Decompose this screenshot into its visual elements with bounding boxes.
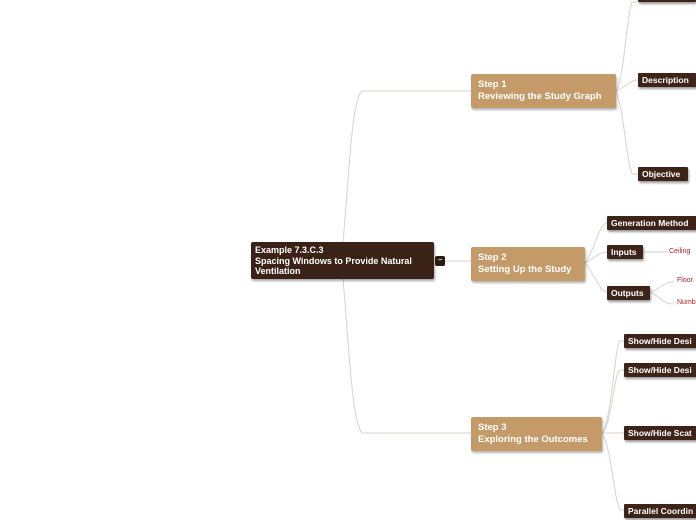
leaf-ceiling[interactable]: Ceiling: [669, 248, 691, 255]
step-1-subtitle: Reviewing the Study Graph: [478, 90, 602, 102]
step-3-title: Step 3: [478, 422, 507, 433]
connector-step2-outputs: [584, 262, 608, 293]
root-line-2: Spacing Windows to Provide Natural: [255, 255, 412, 266]
step-2-subtitle: Setting Up the Study: [478, 263, 572, 275]
topic-objective[interactable]: Objective: [638, 167, 688, 181]
connector-root-step3: [342, 278, 471, 434]
connector-step1-top: [615, 1, 638, 92]
topic-outputs[interactable]: Outputs: [607, 286, 650, 300]
root-node[interactable]: Example 7.3.C.3 Spacing Windows to Provi…: [251, 242, 434, 279]
leaf-numb[interactable]: Numb: [677, 299, 696, 306]
topic-parallel-coordinates[interactable]: Parallel Coordin: [624, 504, 696, 518]
step-3-subtitle: Exploring the Outcomes: [478, 433, 588, 445]
root-line-1: Example 7.3.C.3: [255, 245, 324, 255]
connector-root-step1: [342, 90, 471, 244]
step-2-title: Step 2: [478, 252, 507, 263]
connector-step1-description: [615, 79, 639, 92]
topic-description[interactable]: Description: [638, 73, 696, 87]
topic-generation-method[interactable]: Generation Method: [607, 216, 696, 230]
connector-step2-inputs: [584, 251, 608, 264]
collapse-toggle-icon[interactable]: −: [435, 256, 445, 266]
root-line-3: Ventilation: [255, 266, 301, 276]
connector-step3-topic4: [601, 432, 624, 511]
connector-outputs-floor: [649, 281, 675, 293]
connector-step2-generation: [584, 222, 608, 264]
connector-step3-topic1: [601, 340, 624, 434]
topic-cut-off[interactable]: [638, 0, 696, 2]
connector-outputs-numb: [649, 291, 675, 305]
step-1-title: Step 1: [478, 79, 507, 90]
connector-step3-topic2: [601, 369, 624, 434]
topic-inputs[interactable]: Inputs: [607, 245, 643, 259]
topic-show-hide-design-2[interactable]: Show/Hide Desi: [624, 363, 696, 377]
leaf-floor[interactable]: Floor: [677, 277, 693, 284]
step-3-node[interactable]: Step 3 Exploring the Outcomes: [471, 417, 602, 451]
connector-step1-objective: [615, 90, 638, 175]
step-2-node[interactable]: Step 2 Setting Up the Study: [471, 247, 585, 281]
topic-show-hide-design-1[interactable]: Show/Hide Desi: [624, 334, 696, 348]
topic-show-hide-scatter[interactable]: Show/Hide Scat: [624, 426, 696, 440]
step-1-node[interactable]: Step 1 Reviewing the Study Graph: [471, 74, 616, 108]
